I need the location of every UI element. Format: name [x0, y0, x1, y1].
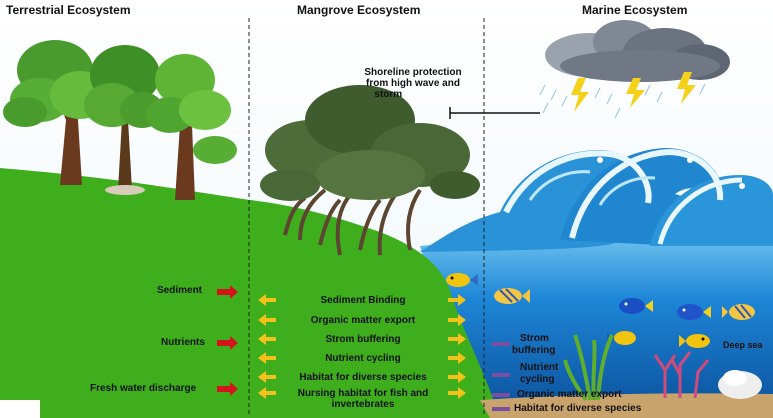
service-organic-matter: Organic matter export: [310, 315, 416, 326]
sea-water: [420, 234, 773, 418]
coral-icon: [563, 334, 614, 402]
shoreline-callout: Shoreline protection from high wave and …: [364, 67, 461, 100]
yellow-arrow-icon: [258, 294, 466, 399]
rock: [105, 185, 145, 195]
service-nutrient-cycling: Nutrient cycling: [325, 353, 401, 364]
seabed: [480, 393, 773, 418]
nursing-line-1: Nursing habitat for fish and: [297, 388, 429, 399]
nutrients-label: Nutrients: [161, 337, 205, 348]
sediment-label: Sediment: [157, 285, 203, 296]
deep-sea-label: Deep sea: [723, 340, 763, 350]
marine-habitat: Habitat for diverse species: [514, 403, 642, 414]
terrestrial-header: Terrestrial Ecosystem: [6, 3, 131, 17]
marine-storm-line-1: Strom: [520, 333, 549, 344]
marine-header: Marine Ecosystem: [582, 3, 688, 17]
red-arrow-icon: [217, 285, 238, 396]
purple-arrow-icon: [492, 342, 510, 411]
nursing-line-2: invertebrates: [331, 399, 395, 410]
fish-icon: [722, 304, 755, 320]
callout-line-2: from high wave and: [366, 78, 460, 89]
coral-icon: [653, 351, 710, 399]
marine-storm-buffering: Strom buffering: [512, 333, 555, 357]
marine-nutrient-cycling: Nutrient cycling: [520, 362, 558, 386]
fish-icon: [679, 334, 710, 348]
storm-cloud-icon: [539, 20, 730, 119]
mangrove-canopy: [260, 85, 480, 201]
wave-icon: [420, 148, 773, 252]
marine-organic-export: Organic matter export: [517, 389, 622, 400]
fish-icon: [677, 304, 711, 320]
fish-icon: [619, 298, 653, 314]
coral-icon: [718, 370, 762, 399]
mangrove-tree-icon: [283, 188, 422, 256]
marine-nutrient-line-2: cycling: [520, 374, 555, 385]
mangrove-header: Mangrove Ecosystem: [297, 3, 421, 17]
ground: [0, 168, 500, 418]
service-sediment-binding: Sediment Binding: [320, 295, 406, 306]
tree-icon: [146, 54, 237, 200]
fish-icon: [494, 288, 530, 304]
callout-line-1: Shoreline protection: [364, 67, 462, 78]
callout-line-3: storm: [374, 89, 403, 100]
service-storm-buffering: Strom buffering: [325, 334, 401, 345]
fresh-water-label: Fresh water discharge: [90, 383, 197, 394]
marine-nutrient-line-1: Nutrient: [520, 362, 559, 373]
service-nursing-habitat: Nursing habitat for fish and invertebrat…: [298, 388, 429, 410]
marine-storm-line-2: buffering: [512, 345, 556, 356]
service-habitat: Habitat for diverse species: [299, 372, 427, 383]
fish-icon: [446, 273, 478, 287]
